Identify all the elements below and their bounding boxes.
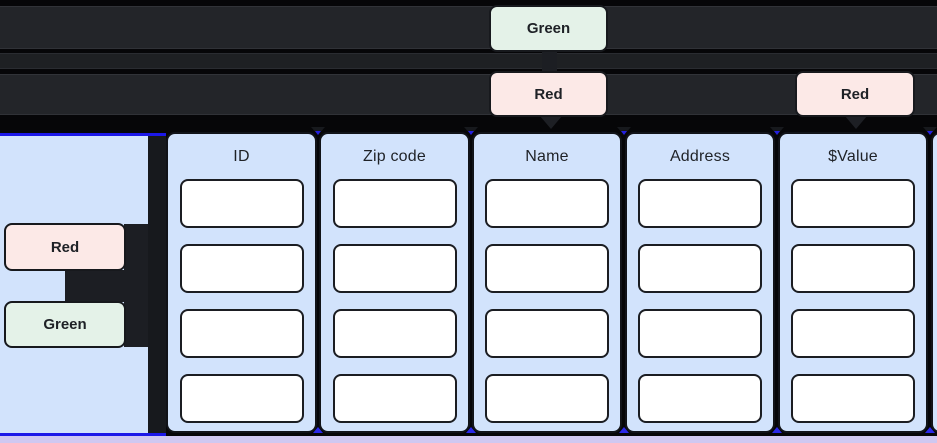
drop-indicator-top-tip	[468, 131, 474, 135]
cell-input[interactable]	[638, 309, 762, 358]
badge-red-side[interactable]: Red	[4, 223, 126, 271]
column-header-name: Name	[525, 147, 569, 165]
cell-input[interactable]	[791, 179, 915, 228]
drop-indicator-bottom	[466, 427, 476, 433]
drop-indicator-bottom	[772, 427, 782, 433]
dark-lane-bottom	[0, 74, 937, 115]
side-panel-divider	[148, 136, 166, 433]
drop-indicator-top-tip	[315, 131, 321, 135]
cell-input[interactable]	[179, 179, 304, 228]
pointer-arrow-value-column	[845, 116, 867, 129]
edge-side-red	[124, 224, 148, 270]
cell-input[interactable]	[485, 244, 609, 293]
drop-indicator-bottom	[313, 427, 323, 433]
drop-indicator-top-tip	[774, 131, 780, 135]
dark-lane-middle	[0, 53, 937, 69]
cell-input[interactable]	[332, 309, 457, 358]
drop-indicator-top-tip	[927, 131, 933, 135]
badge-green-side[interactable]: Green	[4, 301, 126, 348]
column-header-zip-code: Zip code	[363, 147, 426, 165]
drop-indicator-top-tip	[621, 131, 627, 135]
column-header-address: Address	[669, 147, 731, 165]
column-partial	[931, 132, 937, 433]
cell-input[interactable]	[485, 309, 609, 358]
badge-red-top-left[interactable]: Red	[489, 71, 608, 117]
dark-lane-top	[0, 6, 937, 49]
column-address: Address	[625, 132, 775, 433]
badge-green-top[interactable]: Green	[489, 5, 608, 52]
cell-input[interactable]	[179, 244, 304, 293]
pointer-arrow-name-column	[540, 116, 562, 129]
column-id: ID	[166, 132, 317, 433]
cell-input[interactable]	[638, 179, 762, 228]
edge-green-to-red	[542, 48, 557, 74]
cell-input[interactable]	[332, 374, 457, 423]
cell-input[interactable]	[638, 374, 762, 423]
column-header-id: ID	[233, 147, 250, 165]
column-header-value: $Value	[828, 147, 878, 165]
drop-indicator-bottom	[619, 427, 629, 433]
cell-input[interactable]	[791, 309, 915, 358]
badge-red-top-right[interactable]: Red	[795, 71, 915, 117]
cell-input[interactable]	[638, 244, 762, 293]
cell-input[interactable]	[791, 374, 915, 423]
cell-input[interactable]	[179, 309, 304, 358]
cell-input[interactable]	[332, 244, 457, 293]
edge-side-green	[124, 302, 148, 347]
cell-input[interactable]	[179, 374, 304, 423]
cell-input[interactable]	[485, 179, 609, 228]
cell-input[interactable]	[791, 244, 915, 293]
column-name: Name	[472, 132, 622, 433]
drop-indicator-bottom	[925, 427, 935, 433]
cell-input[interactable]	[332, 179, 457, 228]
column-zip-code: Zip code	[319, 132, 470, 433]
column-value: $Value	[778, 132, 928, 433]
edge-side-red-to-green	[65, 270, 148, 302]
bottom-strip	[0, 436, 937, 443]
cell-input[interactable]	[485, 374, 609, 423]
